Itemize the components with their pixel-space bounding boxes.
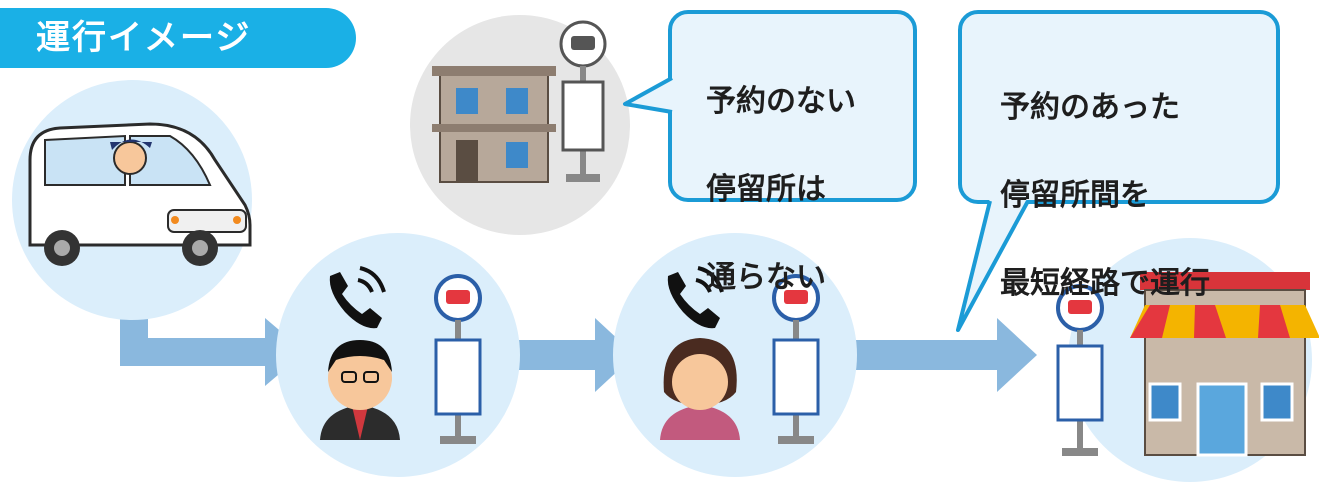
bubble-skip-line: 停留所は <box>706 172 826 207</box>
bubble-skip-line: 予約のない <box>706 84 856 119</box>
phone-icon <box>329 266 386 329</box>
bubble-route-line: 最短経路で運行 <box>1000 266 1210 301</box>
bus-stop-sign-icon <box>434 274 482 444</box>
bubble-route-line: 停留所間を <box>1000 178 1150 213</box>
speech-bubble-route <box>956 10 1280 332</box>
building-icon <box>432 66 556 183</box>
woman-icon <box>660 338 740 440</box>
van-with-driver-icon <box>28 122 252 266</box>
bubble-route-line: 予約のあった <box>1000 90 1180 125</box>
speech-bubble-skip <box>623 10 917 202</box>
bubble-route-text: 予約のあった 停留所間を 最短経路で運行 <box>1000 42 1210 350</box>
bus-stop-sign-icon <box>772 274 820 444</box>
shop-icon <box>1130 272 1319 457</box>
bubble-skip-line: 通らない <box>706 260 826 295</box>
man-icon <box>320 340 400 440</box>
bus-stop-sign-icon <box>559 20 607 182</box>
bubble-skip-text: 予約のない 停留所は 通らない <box>706 36 856 344</box>
phone-icon <box>667 266 724 329</box>
stop1-circle <box>276 233 520 477</box>
flow-arrow-stop2-to-shop <box>845 318 1037 392</box>
page-title: 運行イメージ <box>0 8 356 68</box>
bus-stop-sign-icon <box>1056 284 1104 456</box>
